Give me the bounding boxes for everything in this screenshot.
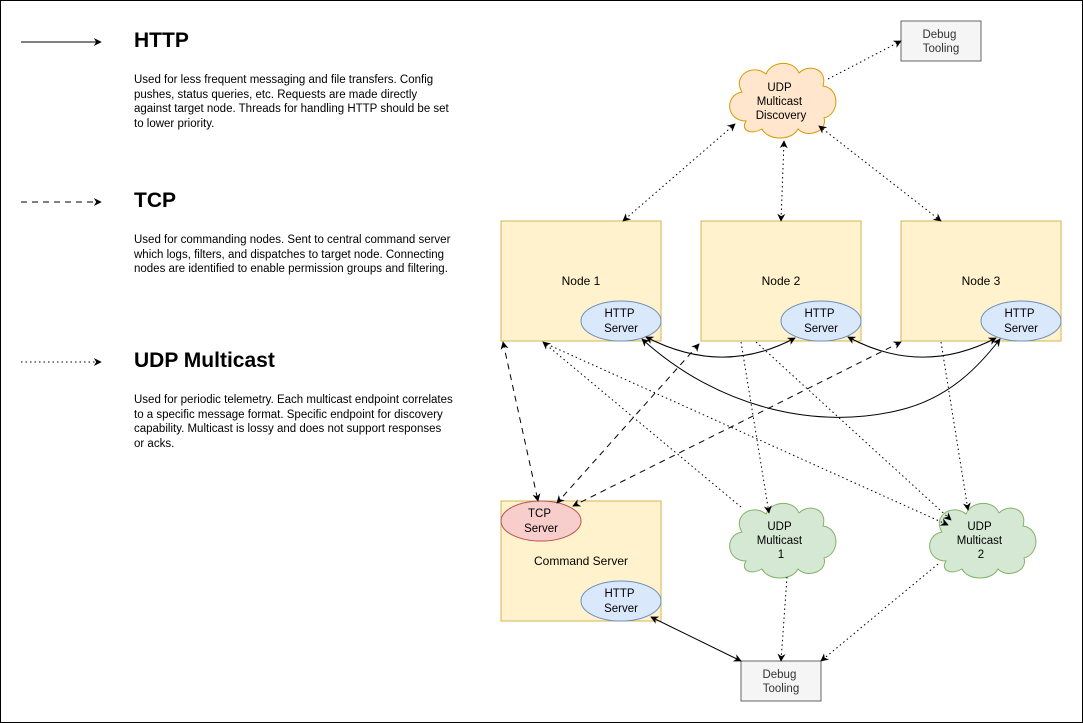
svg-text:Debug Tooling: Debug Tooling xyxy=(762,669,799,695)
command-http-line2: Server xyxy=(604,603,638,615)
node-3-label: Node 3 xyxy=(962,274,1001,288)
node-1-http-line1: HTTP xyxy=(604,308,634,320)
tcp-node2-server xyxy=(556,343,700,504)
udp-discovery-node3 xyxy=(818,125,942,222)
svg-text:UDP Multicast 2: UDP Multicast 2 xyxy=(957,521,1006,561)
node-2-http-line2: Server xyxy=(804,323,838,335)
command-http-server xyxy=(580,580,662,622)
svg-text:HTTP Server: HTTP Server xyxy=(804,308,838,335)
udp-mc1-node1 xyxy=(542,341,742,508)
legend-tcp-title: TCP xyxy=(134,189,176,212)
svg-text:UDP Multicast 1: UDP Multicast 1 xyxy=(757,521,806,561)
node-3-http-server xyxy=(980,300,1062,342)
udp-discovery-line3: Discovery xyxy=(756,110,807,122)
svg-text:HTTP Server: HTTP Server xyxy=(604,308,638,335)
node-2-label: Node 2 xyxy=(762,274,801,288)
udp-node1-mc2 xyxy=(550,345,949,526)
node-3-http-line1: HTTP xyxy=(1004,308,1034,320)
udp-node2-mc1 xyxy=(740,341,772,514)
clouds: UDP Multicast Discovery UDP Multicast 1 … xyxy=(729,62,1037,579)
legend-http-title: HTTP xyxy=(134,29,189,52)
tcp-node1-server xyxy=(500,341,541,502)
svg-text:HTTP Server: HTTP Server xyxy=(1004,308,1038,335)
http-node1-node3 xyxy=(641,338,1001,418)
udp-multicast-1-line2: Multicast xyxy=(757,535,803,547)
udp-discovery-node1 xyxy=(622,123,736,222)
legend-tcp-description: Used for commanding nodes. Sent to centr… xyxy=(134,234,451,275)
legend-udp-description: Used for periodic telemetry. Each multic… xyxy=(134,394,453,450)
udp-discovery-node2 xyxy=(777,140,788,222)
connections xyxy=(500,40,1001,662)
legend-udp-title: UDP Multicast xyxy=(134,349,275,372)
udp-multicast-2-line2: Multicast xyxy=(957,535,1003,547)
udp-multicast-2-line1: UDP xyxy=(967,521,992,533)
node-2-http-server xyxy=(780,300,862,342)
command-http-line1: HTTP xyxy=(604,588,634,600)
udp-multicast-1-line1: UDP xyxy=(767,521,792,533)
command-server-label: Command Server xyxy=(534,554,628,568)
udp-node3-mc2 xyxy=(940,341,971,511)
legend-lines xyxy=(21,38,102,366)
udp-multicast-2-line3: 2 xyxy=(978,549,984,561)
udp-multicast-1-line3: 1 xyxy=(778,549,784,561)
tcp-server xyxy=(500,500,582,542)
debug-tooling-bottom-box xyxy=(740,660,822,702)
node-1-http-line2: Server xyxy=(604,323,638,335)
http-command-debug xyxy=(650,616,742,662)
debug-tooling-top-line2: Tooling xyxy=(923,43,959,55)
server-ellipses: HTTP Server HTTP Server HTTP Server HTTP… xyxy=(500,300,1062,622)
legend-http-description: Used for less frequent messaging and fil… xyxy=(134,74,449,130)
debug-tooling-bottom-line2: Tooling xyxy=(763,683,799,695)
debug-tooling-top-line1: Debug xyxy=(922,29,956,41)
svg-text:HTTP Server: HTTP Server xyxy=(604,588,638,615)
udp-mc2-debug xyxy=(820,563,939,662)
tcp-server-line1: TCP xyxy=(528,508,551,520)
udp-node2-mc2 xyxy=(755,341,952,521)
udp-mc1-debug xyxy=(777,576,788,662)
udp-discovery-line2: Multicast xyxy=(757,96,803,108)
node-3-http-line2: Server xyxy=(1004,323,1038,335)
node-1-http-server xyxy=(580,300,662,342)
svg-text:Debug Tooling: Debug Tooling xyxy=(922,29,959,55)
debug-tooling-bottom-line1: Debug xyxy=(762,669,796,681)
udp-discovery-debug xyxy=(827,40,902,80)
tcp-server-line2: Server xyxy=(524,523,558,535)
node-1-label: Node 1 xyxy=(562,274,601,288)
svg-text:TCP Server: TCP Server xyxy=(524,508,558,535)
debug-tooling-top-box xyxy=(900,20,982,62)
udp-discovery-line1: UDP xyxy=(767,82,792,94)
svg-text:UDP Multicast Disc: UDP Multicast Discovery xyxy=(756,82,807,122)
node-2-http-line1: HTTP xyxy=(804,308,834,320)
debug-boxes: Debug Tooling Debug Tooling xyxy=(740,20,982,702)
